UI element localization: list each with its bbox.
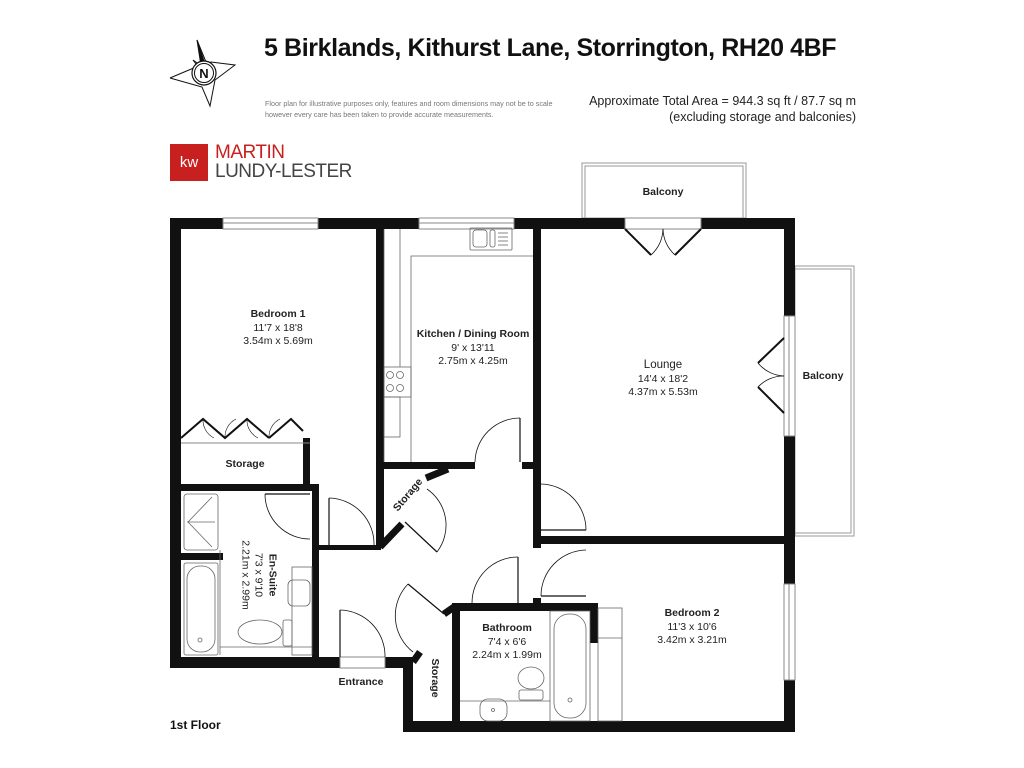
label-entrance: Entrance bbox=[338, 676, 384, 688]
room-dim-metric: 3.42m x 3.21m bbox=[657, 633, 727, 646]
room-name: Bedroom 2 bbox=[664, 606, 720, 619]
room-name: Bathroom bbox=[482, 621, 532, 634]
room-dim-imperial: 11'7 x 18'8 bbox=[253, 321, 303, 334]
agent-name: MARTIN LUNDY-LESTER bbox=[215, 143, 352, 181]
room-kitchen-dining: Kitchen / Dining Room 9' x 13'11 2.75m x… bbox=[417, 328, 530, 369]
room-name: Bedroom 1 bbox=[250, 307, 306, 320]
bathroom-fixtures bbox=[460, 610, 591, 722]
label-storage-entrance: Storage bbox=[429, 658, 441, 698]
room-dim-metric: 4.37m x 5.53m bbox=[628, 385, 698, 398]
room-name: Kitchen / Dining Room bbox=[416, 327, 530, 340]
ensuite-fixtures bbox=[183, 493, 313, 656]
balcony-right-outline bbox=[794, 265, 855, 537]
kw-badge: kw bbox=[170, 143, 208, 181]
svg-text:N: N bbox=[199, 66, 208, 81]
room-bathroom: Bathroom 7'4 x 6'6 2.24m x 1.99m bbox=[472, 622, 541, 663]
room-name: En-Suite bbox=[266, 553, 279, 597]
property-address-title: 5 Birklands, Kithurst Lane, Storrington,… bbox=[264, 34, 837, 62]
room-dim-imperial: 14'4 x 18'2 bbox=[637, 372, 689, 385]
floor-label: 1st Floor bbox=[170, 718, 221, 732]
agent-name-line1: MARTIN bbox=[215, 142, 285, 163]
room-lounge: Lounge 14'4 x 18'2 4.37m x 5.53m bbox=[628, 359, 697, 400]
room-dim-imperial: 7'3 x 9'10 bbox=[252, 552, 265, 598]
room-dim-metric: 2.75m x 4.25m bbox=[438, 354, 508, 367]
room-dim-imperial: 7'4 x 6'6 bbox=[487, 635, 527, 648]
kitchen-units bbox=[383, 227, 533, 462]
agent-name-line2: LUNDY-LESTER bbox=[215, 161, 352, 182]
room-name: Lounge bbox=[643, 358, 683, 371]
room-bedroom-2: Bedroom 2 11'3 x 10'6 3.42m x 3.21m bbox=[657, 607, 726, 648]
bedroom2-wardrobe bbox=[597, 607, 623, 722]
total-area: Approximate Total Area = 944.3 sq ft / 8… bbox=[589, 93, 856, 125]
room-dim-metric: 2.21m x 2.99m bbox=[239, 540, 252, 610]
agent-logo: kw MARTIN LUNDY-LESTER bbox=[170, 143, 352, 181]
total-area-note: (excluding storage and balconies) bbox=[669, 110, 856, 124]
label-balcony-top: Balcony bbox=[642, 186, 684, 198]
room-dim-imperial: 9' x 13'11 bbox=[451, 341, 495, 354]
disclaimer-text: Floor plan for illustrative purposes onl… bbox=[265, 99, 553, 119]
room-bedroom-1: Bedroom 1 11'7 x 18'8 3.54m x 5.69m bbox=[243, 308, 312, 349]
room-dim-metric: 3.54m x 5.69m bbox=[243, 334, 313, 347]
compass-north-icon: N bbox=[169, 39, 237, 108]
room-en-suite: En-Suite 7'3 x 9'10 2.21m x 2.99m bbox=[238, 540, 279, 610]
label-storage-bedroom: Storage bbox=[225, 458, 265, 470]
walls bbox=[170, 218, 795, 732]
total-area-value: Approximate Total Area = 944.3 sq ft / 8… bbox=[589, 94, 856, 108]
label-balcony-right: Balcony bbox=[802, 370, 844, 382]
room-dim-imperial: 11'3 x 10'6 bbox=[667, 620, 717, 633]
room-dim-metric: 2.24m x 1.99m bbox=[472, 648, 542, 661]
